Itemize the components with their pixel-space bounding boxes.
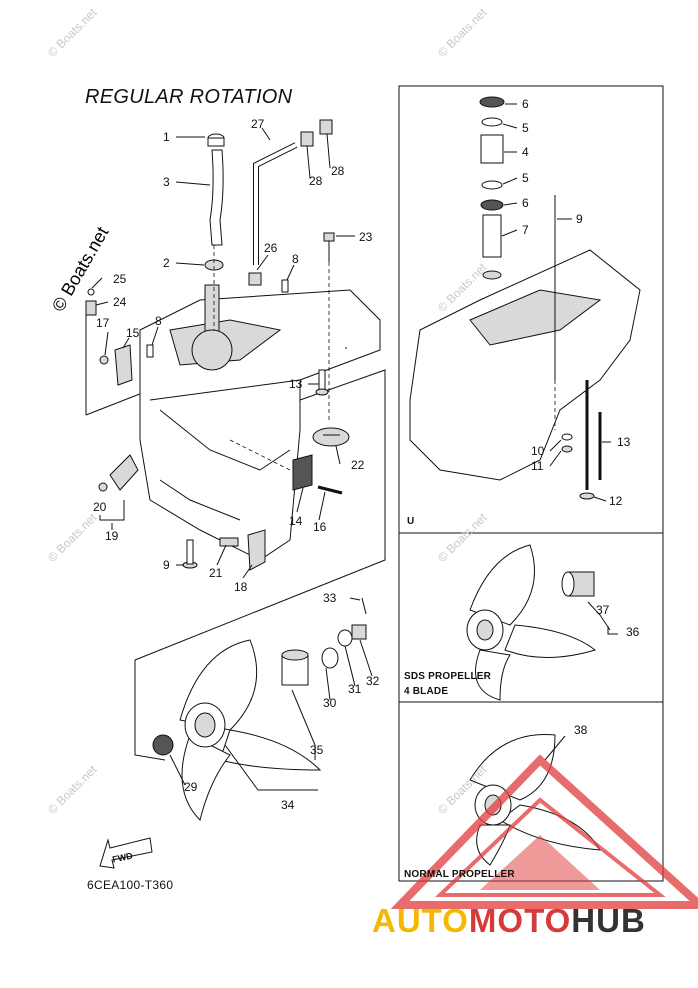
- callout-33: 33: [323, 591, 337, 605]
- screw-17: [99, 355, 109, 365]
- panel-label-u: U: [407, 516, 415, 527]
- callout-31: 31: [348, 682, 362, 696]
- panel-label-normal: NORMAL PROPELLER: [404, 869, 515, 880]
- callout-10: 10: [531, 444, 545, 458]
- callout-27: 27: [251, 117, 265, 131]
- callout-8b: 8: [155, 314, 162, 328]
- bolt-9-left: [182, 539, 198, 569]
- bracket-15: [114, 344, 133, 386]
- callout-19: 19: [105, 529, 119, 543]
- callout-20: 20: [93, 500, 107, 514]
- callout-21: 21: [209, 566, 223, 580]
- nut-11: [561, 445, 573, 453]
- callout-4: 4: [522, 145, 529, 159]
- shift-rod-stack: [479, 96, 505, 280]
- bolt-23: [323, 232, 335, 420]
- bolt-12-13: [579, 380, 602, 500]
- callout-38: 38: [574, 723, 588, 737]
- upper-casing-u: [409, 195, 641, 481]
- callout-28b: 28: [331, 164, 345, 178]
- callout-8a: 8: [292, 252, 299, 266]
- propeller-bracket: [134, 660, 166, 761]
- brand-triangle-logo: [390, 754, 698, 909]
- callout-22: 22: [351, 458, 365, 472]
- brand-hub: HUB: [571, 902, 646, 939]
- dowel-pin-8a: [281, 279, 289, 293]
- sds-damper-37: [561, 571, 595, 597]
- trim-tab-22: [312, 427, 350, 447]
- callout-17: 17: [96, 316, 110, 330]
- callout-12: 12: [609, 494, 623, 508]
- lower-unit-casing: [139, 284, 381, 561]
- washer-10: [561, 433, 573, 441]
- callout-15: 15: [126, 326, 140, 340]
- callout-1: 1: [163, 130, 170, 144]
- clip-28a: [300, 131, 314, 147]
- callout-5b: 5: [522, 171, 529, 185]
- callout-37: 37: [596, 603, 610, 617]
- panel-label-sds-line1: SDS PROPELLER: [404, 671, 492, 682]
- brand-auto: AUTO: [372, 902, 469, 939]
- callout-5a: 5: [522, 121, 529, 135]
- lower-case-bracket: [134, 369, 386, 661]
- callout-14: 14: [289, 514, 303, 528]
- automotohub-brand: AUTOMOTOHUB: [372, 902, 646, 940]
- callout-7: 7: [522, 223, 529, 237]
- callout-26: 26: [264, 241, 278, 255]
- callout-numbers: 1 2 3 4 5 5 6 6 7 8 8 9 9 10 11 12 13 13…: [93, 97, 640, 812]
- callout-28a: 28: [309, 174, 323, 188]
- callout-16: 16: [313, 520, 327, 534]
- propeller-34: [179, 639, 322, 821]
- fwd-arrow: [99, 837, 153, 869]
- callout-29: 29: [184, 780, 198, 794]
- bolt-21: [219, 537, 239, 547]
- callout-18: 18: [234, 580, 248, 594]
- plate-18: [247, 529, 266, 571]
- cotter-pin-33: [361, 597, 367, 615]
- bolt-16: [317, 485, 343, 495]
- thrust-washer-29: [152, 734, 174, 756]
- bracket-19: [109, 454, 139, 491]
- callout-24: 24: [113, 295, 127, 309]
- bolt-13-left: [315, 369, 329, 396]
- callout-6b: 6: [522, 196, 529, 210]
- washer-31: [321, 647, 339, 669]
- callout-23: 23: [359, 230, 373, 244]
- fwd-label: FWD: [111, 850, 134, 864]
- anode-14: [292, 454, 313, 491]
- clip-28b: [319, 119, 333, 135]
- water-tube-assembly: [204, 133, 225, 330]
- fitting-24: [85, 300, 97, 316]
- callout-11: 11: [531, 459, 544, 473]
- callout-3: 3: [163, 175, 170, 189]
- fitting-26: [248, 272, 262, 286]
- brand-moto: MOTO: [468, 902, 572, 939]
- callout-9b: 9: [163, 558, 170, 572]
- callout-9a: 9: [576, 212, 583, 226]
- callout-32: 32: [366, 674, 380, 688]
- nut-20: [98, 482, 108, 492]
- spacer-30: [281, 649, 309, 686]
- nut-32: [351, 624, 367, 640]
- callout-35: 35: [310, 743, 324, 757]
- washer-32a: [337, 629, 353, 647]
- callout-34: 34: [281, 798, 295, 812]
- o-ring-25: [87, 288, 95, 296]
- panel-label-sds-line2: 4 BLADE: [404, 686, 449, 697]
- callout-36: 36: [626, 625, 640, 639]
- callout-2: 2: [163, 256, 170, 270]
- diagram-code: 6CEA100-T360: [87, 878, 174, 892]
- callout-13b: 13: [617, 435, 631, 449]
- water-pipe-27: [250, 142, 298, 286]
- callout-25: 25: [113, 272, 127, 286]
- diagram-title: REGULAR ROTATION: [85, 86, 293, 108]
- sds-propeller: [466, 544, 597, 701]
- callout-6a: 6: [522, 97, 529, 111]
- callout-30: 30: [323, 696, 337, 710]
- leader-lines: [91, 103, 611, 791]
- callout-13a: 13: [289, 377, 303, 391]
- dowel-pin-8b: [146, 344, 154, 358]
